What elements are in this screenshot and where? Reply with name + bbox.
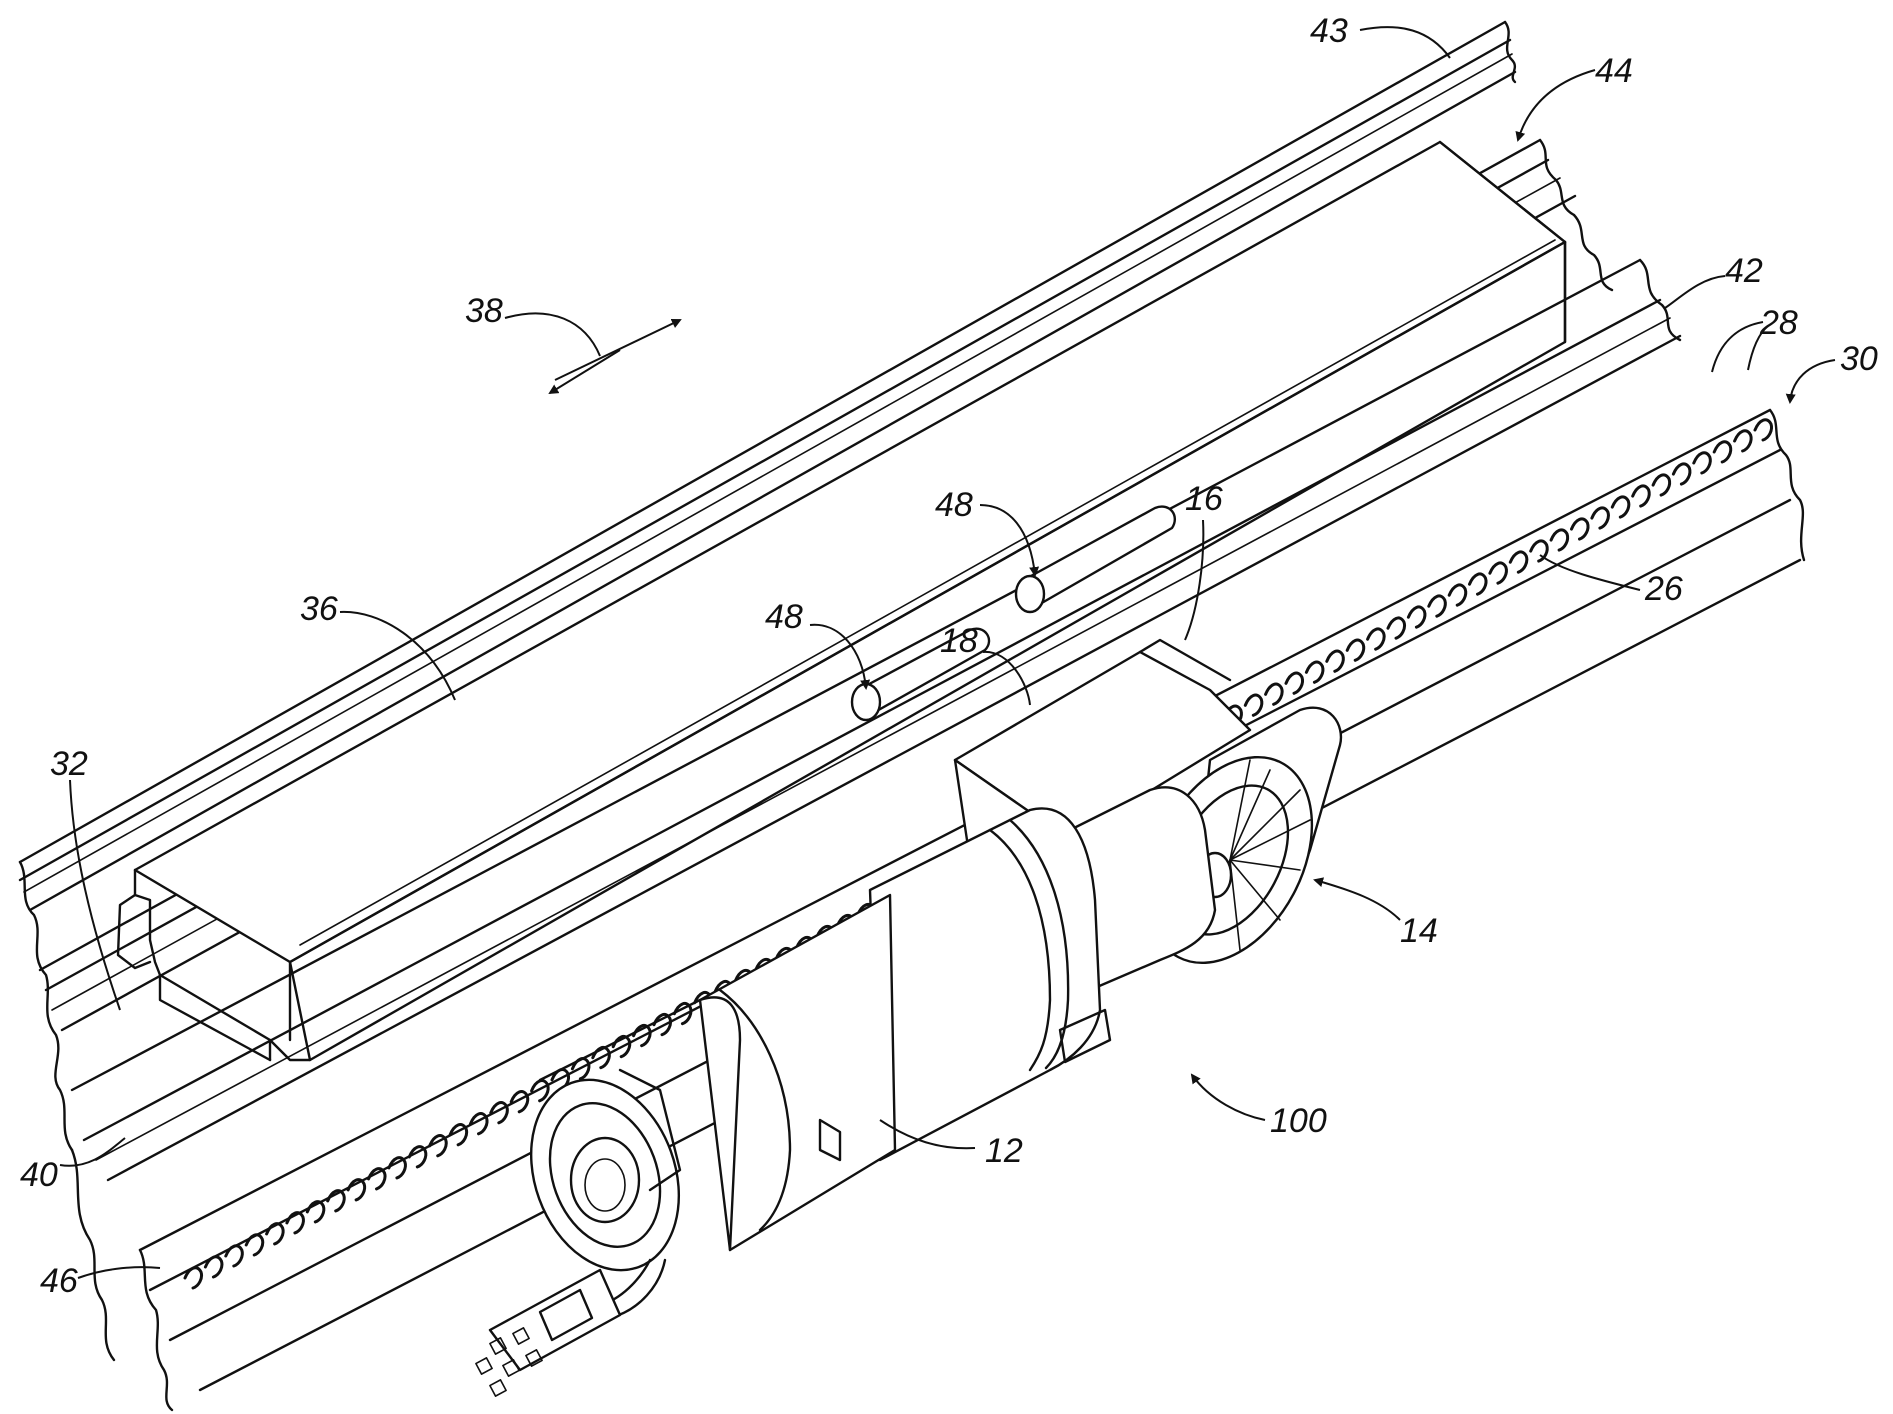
label-30: 30 bbox=[1840, 340, 1878, 378]
rack-tooth bbox=[1468, 572, 1488, 596]
rack-tooth bbox=[1651, 473, 1672, 497]
leaders bbox=[59, 26, 1836, 1279]
rack-tooth bbox=[611, 1034, 632, 1059]
rack-tooth bbox=[1753, 418, 1773, 442]
rack-tooth bbox=[387, 1156, 407, 1180]
label-44: 44 bbox=[1595, 52, 1633, 90]
rack-tooth bbox=[1243, 693, 1264, 717]
rack-tooth bbox=[1733, 429, 1753, 453]
rack-tooth bbox=[183, 1266, 203, 1290]
label-42: 42 bbox=[1725, 252, 1763, 290]
rack-tooth bbox=[1631, 484, 1651, 508]
label-48-upper: 48 bbox=[935, 486, 973, 524]
rack-tooth bbox=[1447, 583, 1468, 607]
rack-tooth bbox=[244, 1233, 265, 1257]
rack-tooth bbox=[1386, 616, 1406, 640]
label-43: 43 bbox=[1310, 12, 1348, 50]
reference-numerals: 43 44 42 28 30 38 48 16 48 18 26 36 32 1… bbox=[20, 12, 1878, 1300]
rack-tooth bbox=[428, 1134, 448, 1158]
actuator-assembly bbox=[475, 505, 1343, 1397]
label-12: 12 bbox=[985, 1132, 1023, 1170]
rack-tooth bbox=[1508, 550, 1529, 574]
rack-tooth bbox=[448, 1123, 469, 1147]
label-32: 32 bbox=[50, 745, 88, 783]
rack-tooth bbox=[407, 1145, 428, 1169]
label-18: 18 bbox=[940, 622, 978, 660]
rack-tooth bbox=[530, 1079, 550, 1103]
label-26: 26 bbox=[1644, 570, 1683, 608]
rack-tooth bbox=[489, 1101, 509, 1125]
label-46: 46 bbox=[40, 1262, 78, 1300]
label-16: 16 bbox=[1185, 480, 1223, 518]
rack-tooth bbox=[224, 1244, 244, 1268]
channel-member bbox=[116, 140, 1567, 1062]
rack-tooth bbox=[1345, 638, 1366, 662]
rack-tooth bbox=[1671, 462, 1692, 486]
rack-tooth bbox=[1264, 682, 1284, 706]
label-40: 40 bbox=[20, 1156, 58, 1194]
rack-tooth bbox=[1692, 451, 1712, 475]
rack-tooth bbox=[652, 1012, 672, 1037]
rack-tooth bbox=[632, 1023, 652, 1048]
rack-tooth bbox=[1570, 517, 1590, 541]
rack-tooth bbox=[346, 1178, 367, 1202]
rack-tooth bbox=[285, 1211, 305, 1235]
rack-tooth bbox=[1610, 495, 1631, 519]
label-48-lower: 48 bbox=[765, 598, 803, 636]
rack-tooth bbox=[265, 1222, 285, 1246]
rack-tooth bbox=[509, 1090, 530, 1114]
rack-tooth bbox=[1488, 561, 1508, 585]
rack-tooth bbox=[1590, 506, 1610, 530]
label-28: 28 bbox=[1759, 304, 1798, 342]
rack-tooth bbox=[203, 1255, 224, 1279]
rack-tooth bbox=[1366, 627, 1386, 651]
rack-tooth bbox=[326, 1189, 346, 1213]
label-100: 100 bbox=[1270, 1102, 1327, 1140]
rack-tooth bbox=[1304, 660, 1325, 684]
connector-pins bbox=[475, 1327, 543, 1397]
rack-tooth bbox=[1712, 440, 1733, 464]
rack-tooth bbox=[1549, 528, 1570, 552]
rack-tooth bbox=[1325, 649, 1345, 673]
rack-tooth bbox=[1427, 594, 1447, 618]
label-14: 14 bbox=[1400, 912, 1438, 950]
rack-tooth bbox=[469, 1112, 489, 1136]
rack-tooth bbox=[305, 1200, 326, 1224]
rack-tooth bbox=[367, 1167, 387, 1191]
rack-tooth bbox=[1406, 605, 1427, 629]
label-38: 38 bbox=[465, 292, 503, 330]
rack-tooth bbox=[672, 1001, 693, 1026]
rack-tooth bbox=[1284, 671, 1304, 695]
label-36: 36 bbox=[300, 590, 338, 628]
